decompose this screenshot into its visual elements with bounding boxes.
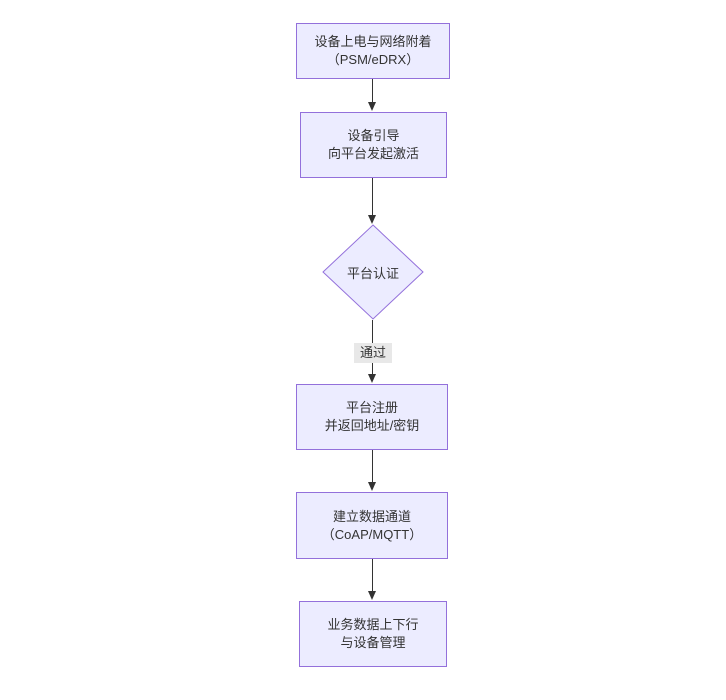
arrowhead-down-icon	[368, 215, 376, 224]
arrowhead-down-icon	[368, 102, 376, 111]
node-line: 建立数据通道	[332, 508, 411, 524]
node-line: 设备引导	[347, 128, 400, 143]
edge-label-pass: 通过	[353, 343, 393, 363]
arrowhead-down-icon	[368, 591, 376, 600]
node-line: 平台认证	[346, 265, 399, 281]
edge-line	[372, 79, 373, 102]
decision-platform-auth: 平台认证	[322, 224, 424, 320]
arrowhead-down-icon	[368, 374, 376, 383]
node-platform-register: 平台注册 并返回地址/密钥	[296, 384, 448, 450]
node-data-channel: 建立数据通道 （CoAP/MQTT）	[296, 492, 448, 559]
edge-line	[372, 450, 373, 482]
node-line: 向平台发起激活	[327, 146, 419, 161]
node-device-bootstrap: 设备引导 向平台发起激活	[300, 112, 447, 178]
node-line: 与设备管理	[340, 635, 406, 650]
node-line: 平台注册	[345, 400, 398, 415]
node-power-on-attach: 设备上电与网络附着 （PSM/eDRX）	[296, 23, 450, 79]
node-line: （CoAP/MQTT）	[321, 526, 423, 542]
node-business-data: 业务数据上下行 与设备管理	[299, 601, 447, 667]
node-line: 并返回地址/密钥	[324, 418, 420, 433]
node-line: 业务数据上下行	[327, 617, 419, 632]
edge-line	[372, 178, 373, 215]
edge-line	[372, 559, 373, 591]
arrowhead-down-icon	[368, 482, 376, 491]
node-line: 设备上电与网络附着	[314, 34, 432, 49]
diamond-shape	[322, 224, 424, 320]
node-line: （PSM/eDRX）	[326, 52, 420, 67]
